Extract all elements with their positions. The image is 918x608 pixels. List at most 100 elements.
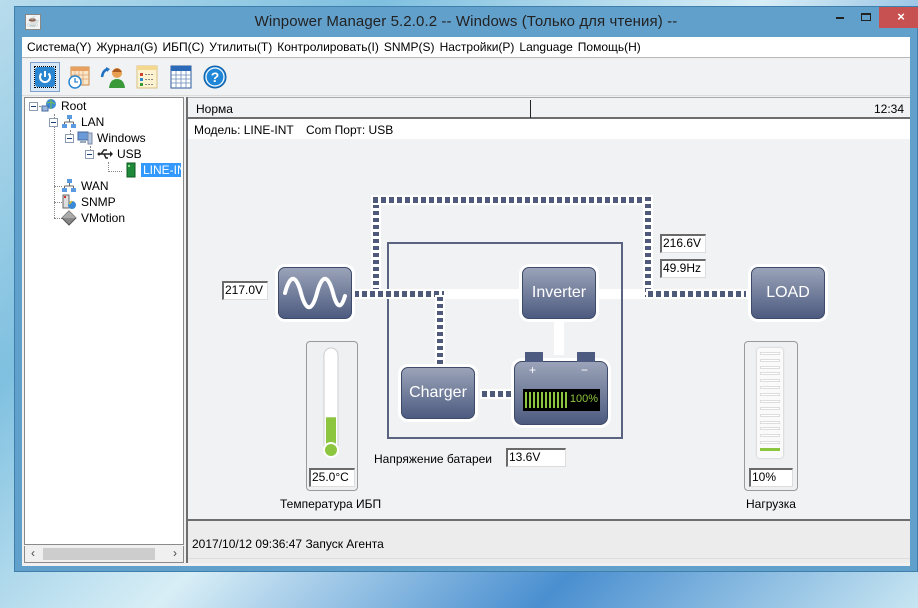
battery-bar-segment [525,392,527,408]
tree-label: WAN [81,179,109,193]
battery-bar-segment [529,392,531,408]
menu-snmp[interactable]: SNMP(S) [383,40,435,54]
ac-input-node [278,267,352,319]
load-node: LOAD [751,267,825,319]
load-field: 10% [749,468,793,487]
user-login-button[interactable] [98,62,128,92]
device-tree: Root LAN Windows [24,97,184,545]
collapse-toggle-icon[interactable] [85,149,94,159]
sine-wave-icon [283,276,347,310]
tree-node-wan[interactable]: WAN [61,178,111,194]
menu-system[interactable]: Система(Y) [27,40,92,54]
minimize-button[interactable] [827,7,853,28]
tree-label-selected: LINE-INT [141,163,181,177]
menu-monitor[interactable]: Контролировать(I) [277,40,379,54]
tree-node-usb[interactable]: USB [85,146,144,162]
snmp-device-icon [62,194,76,209]
collapse-toggle-icon[interactable] [49,117,58,127]
window-title: Winpower Manager 5.2.0.2 -- Windows (Тол… [254,13,678,30]
help-icon: ? [203,65,227,89]
menu-help[interactable]: Помощь(H) [577,40,641,54]
collapse-toggle-icon[interactable] [65,133,74,143]
bypass-line-top [373,197,647,203]
tree-node-root[interactable]: Root [29,98,88,114]
menu-settings[interactable]: Настройки(P) [439,40,515,54]
usb-icon [97,149,113,159]
tree-label: USB [117,147,142,161]
battery-terminal-plus [525,352,543,362]
tree-node-line-int[interactable]: LINE-INT [123,162,181,178]
load-segment [760,427,780,431]
maximize-button[interactable] [853,7,879,28]
battery-node: + − 100% [514,352,608,425]
menu-ups[interactable]: ИБП(C) [162,40,205,54]
close-button[interactable]: × [879,7,918,28]
tree-label: Windows [97,131,146,145]
tree-node-windows[interactable]: Windows [65,130,148,146]
wan-network-icon [62,179,76,192]
network-globe-icon [41,99,56,112]
computer-icon [77,131,93,145]
tree-label: SNMP [81,195,116,209]
scroll-thumb[interactable] [43,548,155,560]
event-list-icon [136,65,158,89]
menu-utilities[interactable]: Утилиты(T) [209,40,273,54]
collapse-toggle-icon[interactable] [29,101,38,111]
calendar-clock-icon [68,66,90,89]
app-window: ☕ Winpower Manager 5.2.0.2 -- Windows (Т… [14,6,918,572]
tree-node-lan[interactable]: LAN [49,114,106,130]
tree-node-vmotion[interactable]: VMotion [61,210,127,226]
power-icon [35,67,55,87]
maximize-icon [861,13,871,21]
power-button[interactable] [30,62,60,92]
model-info-bar: Модель: LINE-INT Com Порт: USB [188,119,910,139]
scroll-left-icon[interactable]: ‹ [31,546,35,560]
load-segment [760,379,780,383]
battery-bar-segment [541,392,543,408]
output-line [648,291,746,297]
battery-capacity: 100% [569,393,598,405]
menu-language[interactable]: Language [519,40,573,54]
lan-network-icon [62,115,76,128]
tree-node-snmp[interactable]: SNMP [61,194,118,210]
toolbar: ? [22,59,910,96]
ups-module-frame [387,242,623,439]
input-voltage-field: 217.0V [222,281,268,300]
charger-node: Charger [401,367,475,419]
user-login-icon [100,67,125,88]
load-segment [760,372,780,376]
vmotion-icon [61,210,77,226]
window-client: Система(Y) Журнал(G) ИБП(C) Утилиты(T) К… [22,37,910,566]
event-list-button[interactable] [132,62,162,92]
minus-sign: − [581,363,589,377]
load-segment [760,420,780,424]
battery-level-display: 100% [523,389,600,411]
schedule-button[interactable] [64,62,94,92]
tree-label: Root [61,99,87,113]
load-segment [760,365,780,369]
port-label: Com Порт: USB [306,123,394,137]
menu-bar: Система(Y) Журнал(G) ИБП(C) Утилиты(T) К… [22,37,910,58]
battery-voltage-label: Напряжение батареи [374,452,493,466]
plus-sign: + [529,363,537,377]
data-table-button[interactable] [166,62,196,92]
status-time: 12:34 [873,102,904,116]
load-segment [760,406,780,410]
tree-horizontal-scrollbar[interactable]: ‹ › [24,546,184,563]
title-bar[interactable]: ☕ Winpower Manager 5.2.0.2 -- Windows (Т… [15,7,918,37]
load-segment [760,441,780,445]
load-segment [760,413,780,417]
ups-device-icon [126,162,136,178]
output-frequency-field: 49.9Hz [660,259,706,278]
input-line [354,291,444,297]
menu-journal[interactable]: Журнал(G) [96,40,158,54]
battery-bar-segment [549,392,551,408]
scroll-right-icon[interactable]: › [173,546,177,560]
status-divider [530,100,531,118]
help-button[interactable]: ? [200,62,230,92]
load-segment [760,448,780,451]
svg-text:?: ? [211,69,220,85]
thermometer-icon [323,347,339,458]
tree-label: VMotion [81,211,126,225]
battery-bar-segment [545,392,547,408]
